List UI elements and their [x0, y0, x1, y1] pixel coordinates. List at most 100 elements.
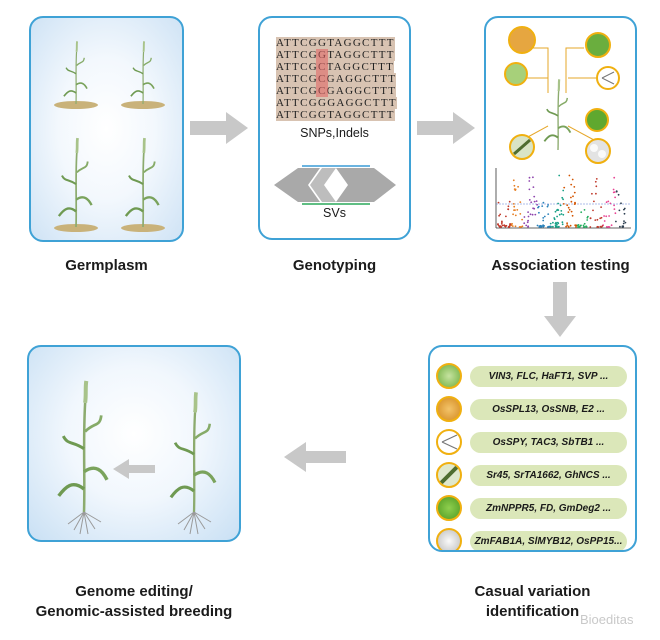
grain-icon — [436, 396, 462, 422]
germplasm-plants-illustration — [54, 40, 165, 232]
plot-point — [528, 180, 531, 182]
gene-row: ZmNPPR5, FD, GmDeg2 ... — [430, 494, 635, 524]
plot-point — [608, 226, 611, 228]
gene-row: ZmFAB1A, SlMYB12, OsPP15... — [430, 527, 635, 550]
plot-point — [595, 178, 598, 180]
plot-point — [594, 180, 597, 183]
plot-point — [563, 186, 566, 189]
plot-point — [509, 223, 511, 225]
gene-row: OsSPL13, OsSNB, E2 ... — [430, 395, 635, 425]
snp-label: SNPs,Indels — [300, 126, 369, 140]
casual-caption-line2: identification — [485, 603, 580, 620]
association-panel — [484, 16, 637, 242]
plot-point — [527, 215, 530, 218]
manhattan-plot — [495, 168, 631, 229]
plot-point — [566, 222, 568, 225]
plot-point — [617, 193, 620, 196]
arrow-right-icon — [417, 112, 475, 144]
casual-variation-panel: VIN3, FLC, HaFT1, SVP ... OsSPL13, OsSNB… — [428, 345, 637, 552]
sequence-row: ATTCGCGAGGCTTT — [276, 73, 397, 85]
plot-point — [572, 195, 574, 198]
plot-point — [528, 188, 531, 191]
association-illustration — [495, 26, 631, 229]
plot-point — [624, 221, 627, 224]
plot-point — [619, 225, 621, 228]
plot-point — [589, 217, 592, 220]
plot-point — [559, 204, 562, 207]
plot-point — [578, 225, 581, 228]
plot-point — [614, 212, 617, 215]
leaf-icon — [585, 32, 611, 58]
genome-editing-panel — [27, 345, 241, 542]
gene-list: OsSPL13, OsSNB, E2 ... — [470, 399, 627, 420]
plot-point — [558, 225, 560, 228]
plot-point — [573, 191, 576, 194]
plot-point — [555, 221, 557, 224]
plot-point — [521, 218, 523, 221]
plot-point — [552, 225, 554, 228]
plot-point — [521, 225, 524, 228]
plot-point — [615, 190, 618, 193]
plot-point — [585, 225, 588, 228]
plot-point — [560, 210, 563, 212]
sequence-row: ATTCGGGAGGCTTT — [276, 97, 397, 109]
breeding-plants-illustration — [29, 347, 217, 535]
plot-point — [519, 213, 522, 215]
sequence-alignment: ATTCGGTAGGCTTT ATTCGGTAGGCTTT ATTCGCTAGG… — [276, 37, 397, 121]
arrow-down-icon — [544, 282, 576, 337]
plot-point — [530, 201, 533, 204]
plot-point — [591, 192, 593, 195]
plot-point — [542, 224, 544, 227]
plot-point — [561, 223, 564, 226]
plot-point — [561, 221, 564, 224]
plot-point — [603, 215, 605, 217]
gene-row: VIN3, FLC, HaFT1, SVP ... — [430, 362, 635, 392]
plot-point — [512, 179, 515, 182]
plot-point — [605, 226, 608, 228]
plot-point — [558, 213, 561, 216]
plot-point — [562, 198, 564, 201]
plot-point — [599, 217, 602, 220]
plot-point — [569, 224, 572, 227]
plot-point — [613, 176, 616, 179]
plot-point — [523, 222, 526, 225]
plot-point — [607, 200, 610, 203]
plot-point — [583, 222, 586, 225]
plot-point — [497, 223, 499, 226]
green-spike-icon — [436, 363, 462, 389]
plot-point — [609, 202, 612, 205]
sequence-row: ATTCGCTAGGCTTT — [276, 61, 395, 73]
association-caption: Association testing — [491, 257, 630, 274]
plot-point — [529, 213, 532, 216]
plot-point — [595, 185, 598, 188]
plot-point — [514, 214, 517, 217]
plot-point — [561, 196, 564, 199]
plot-point — [538, 211, 540, 214]
arrow-left-icon — [284, 442, 346, 472]
structural-variant-icon — [274, 165, 396, 205]
plot-point — [613, 208, 616, 211]
plot-point — [526, 221, 529, 224]
plot-point — [570, 210, 573, 213]
plot-point — [556, 223, 558, 226]
snp-highlight — [316, 49, 328, 97]
plot-point — [595, 192, 597, 195]
plot-point — [614, 196, 616, 199]
root-system — [67, 511, 212, 535]
plot-point — [501, 221, 503, 224]
plot-point — [532, 186, 535, 189]
plot-point — [594, 219, 597, 222]
plot-point — [623, 212, 626, 215]
plot-point — [501, 224, 504, 227]
plot-point — [557, 222, 560, 225]
plot-point — [612, 191, 615, 194]
plot-point — [510, 223, 513, 226]
plot-point — [532, 176, 534, 179]
plot-point — [512, 203, 515, 205]
plot-point — [605, 215, 608, 218]
green-spike-icon — [504, 62, 528, 86]
plot-point — [513, 184, 516, 187]
plot-point — [599, 225, 602, 228]
leaf-angle-icon — [436, 429, 462, 455]
plot-point — [514, 209, 516, 212]
